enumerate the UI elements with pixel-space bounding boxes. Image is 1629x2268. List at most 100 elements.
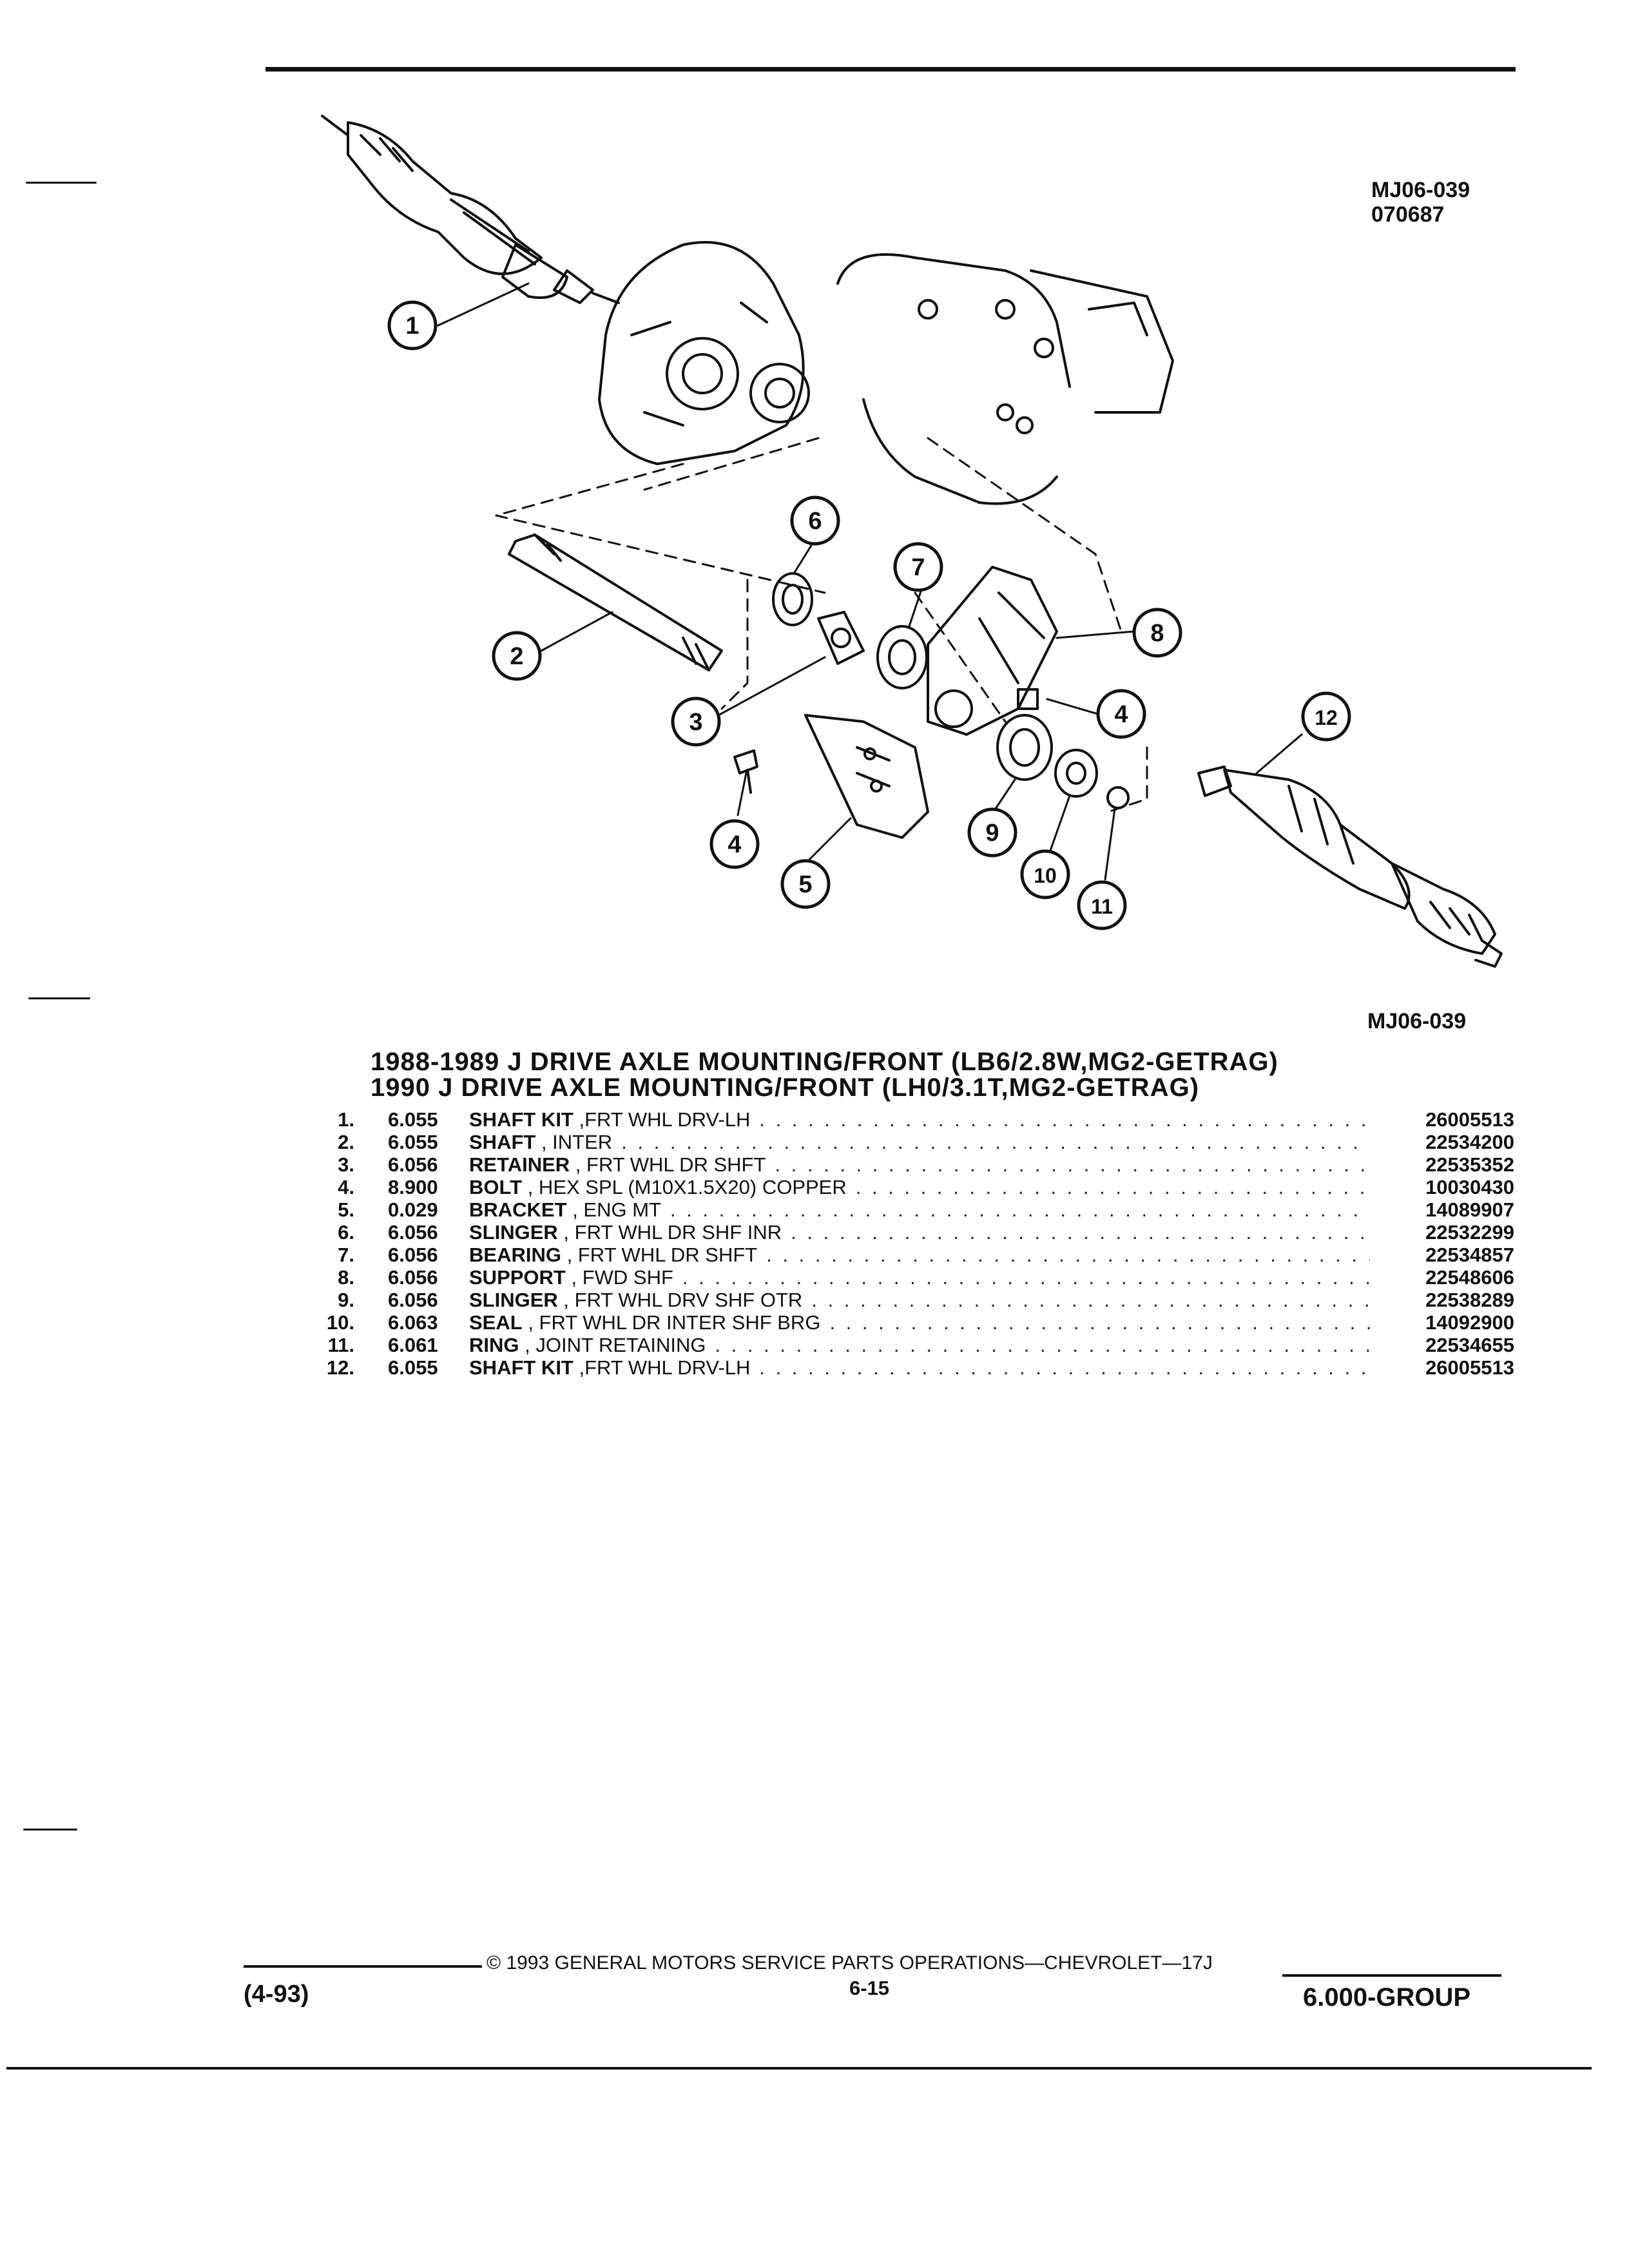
top-rule <box>265 67 1516 72</box>
bottom-rule <box>6 2067 1592 2070</box>
callout-11 <box>1077 880 1127 930</box>
part-number: 26005513 <box>1425 1356 1514 1379</box>
section-title-1: 1988-1989 J DRIVE AXLE MOUNTING/FRONT (L… <box>371 1048 1278 1076</box>
leader-dots: . . . . . . . . . . . . . . . . . . . . … <box>670 1198 1370 1221</box>
part-name: BRACKET <box>469 1198 567 1221</box>
seal-drawing <box>1054 749 1098 798</box>
item-number: 11. <box>327 1334 354 1356</box>
part-description: BRACKET , ENG MT <box>469 1198 661 1221</box>
item-number: 6. <box>338 1221 354 1244</box>
part-number: 22538289 <box>1425 1289 1514 1311</box>
callout-label: 9 <box>985 820 999 847</box>
leader-dots: . . . . . . . . . . . . . . . . . . . . … <box>811 1289 1370 1311</box>
group-number: 6.063 <box>388 1311 438 1334</box>
callout-numbers: 1 2 3 4 4 5 6 7 8 9 10 11 12 <box>405 312 1337 918</box>
drawing-code-line: 070687 <box>1371 202 1445 227</box>
intermediate-shaft-drawing <box>508 533 723 671</box>
callout-10 <box>1020 849 1070 899</box>
transaxle-case-drawing <box>598 241 1174 505</box>
part-description: SHAFT KIT ,FRT WHL DRV-LH <box>469 1108 750 1131</box>
footer-rule-right <box>1282 1974 1501 1977</box>
part-detail: , FRT WHL DR SHFT <box>575 1153 766 1176</box>
part-name: SHAFT KIT <box>469 1356 574 1379</box>
leader-dots: . . . . . . . . . . . . . . . . . . . . … <box>759 1108 1370 1131</box>
part-detail: , ENG MT <box>572 1198 661 1221</box>
callout-6 <box>790 495 840 546</box>
part-description: BEARING , FRT WHL DR SHFT <box>469 1244 757 1266</box>
part-description: SLINGER , FRT WHL DR SHF INR <box>469 1221 782 1244</box>
leader-dots: . . . . . . . . . . . . . . . . . . . . … <box>715 1334 1370 1356</box>
leader-dots: . . . . . . . . . . . . . . . . . . . . … <box>775 1153 1370 1176</box>
engine-mount-bracket-drawing <box>804 714 929 839</box>
part-description: SUPPORT , FWD SHF <box>469 1266 673 1289</box>
part-number: 14089907 <box>1425 1198 1514 1221</box>
item-number: 9. <box>338 1289 354 1311</box>
part-number: 14092900 <box>1425 1311 1514 1334</box>
group-number: 0.029 <box>388 1198 438 1221</box>
callout-label: 3 <box>689 709 702 736</box>
part-description: SHAFT , INTER <box>469 1131 612 1153</box>
scan-mark <box>28 997 90 999</box>
callout-label: 2 <box>510 643 523 670</box>
part-number: 10030430 <box>1425 1176 1514 1198</box>
callout-3 <box>671 697 721 747</box>
part-number: 22534655 <box>1425 1334 1514 1356</box>
item-number: 1. <box>338 1108 354 1131</box>
callout-4 <box>1096 689 1146 739</box>
callout-leaders <box>437 282 1303 881</box>
part-number: 22534857 <box>1425 1244 1514 1266</box>
leader-dots: . . . . . . . . . . . . . . . . . . . . … <box>766 1244 1370 1266</box>
part-name: BOLT <box>469 1176 523 1198</box>
page-number: 6-15 <box>849 1977 890 1999</box>
item-number: 2. <box>338 1131 354 1153</box>
bearing-drawing <box>876 625 928 689</box>
part-name: SHAFT KIT <box>469 1108 574 1131</box>
part-name: SLINGER <box>469 1289 558 1311</box>
group-number: 6.056 <box>388 1153 438 1176</box>
callout-8 <box>1132 608 1182 658</box>
callout-label: 6 <box>808 508 822 535</box>
item-number: 10. <box>326 1311 354 1334</box>
part-detail: ,FRT WHL DRV-LH <box>579 1356 751 1379</box>
part-name: RING <box>469 1334 519 1356</box>
part-detail: , INTER <box>541 1131 613 1153</box>
leader-dots: . . . . . . . . . . . . . . . . . . . . … <box>682 1266 1370 1289</box>
part-description: RING , JOINT RETAINING <box>469 1334 706 1356</box>
part-detail: , FRT WHL DR SHFT <box>566 1244 758 1266</box>
copyright-text: © 1993 GENERAL MOTORS SERVICE PARTS OPER… <box>487 1952 1213 1974</box>
item-number: 7. <box>338 1244 354 1266</box>
part-name: SLINGER <box>469 1221 558 1244</box>
drawing-code: MJ06-039 070687 <box>1371 178 1470 227</box>
group-number: 6.056 <box>388 1221 438 1244</box>
part-number: 22534200 <box>1425 1131 1514 1153</box>
part-detail: , FRT WHL DR INTER SHF BRG <box>528 1311 821 1334</box>
part-name: SUPPORT <box>469 1266 566 1289</box>
callout-12 <box>1301 691 1351 742</box>
group-number: 6.055 <box>388 1356 438 1379</box>
group-number: 6.055 <box>388 1108 438 1131</box>
item-number: 4. <box>338 1176 354 1198</box>
item-number: 3. <box>338 1153 354 1176</box>
parts-row: 1. 6.055 SHAFT KIT ,FRT WHL DRV-LH . . . . … <box>303 1108 1514 1131</box>
callout-label: 11 <box>1091 895 1113 918</box>
callout-label: 8 <box>1150 620 1164 647</box>
part-number: 22535352 <box>1425 1153 1514 1176</box>
callout-label: 12 <box>1315 706 1338 729</box>
part-detail: ,FRT WHL DRV-LH <box>579 1108 751 1131</box>
callout-1 <box>387 300 438 351</box>
callout-label: 4 <box>728 831 741 858</box>
part-number: 22532299 <box>1425 1221 1514 1244</box>
section-title-2: 1990 J DRIVE AXLE MOUNTING/FRONT (LH0/3.… <box>371 1073 1200 1102</box>
callout-label: 10 <box>1034 864 1057 887</box>
callout-label: 5 <box>798 871 812 898</box>
callout-label: 7 <box>911 554 925 581</box>
item-number: 12. <box>326 1356 354 1379</box>
shaft-kit-right-drawing <box>1197 765 1503 968</box>
